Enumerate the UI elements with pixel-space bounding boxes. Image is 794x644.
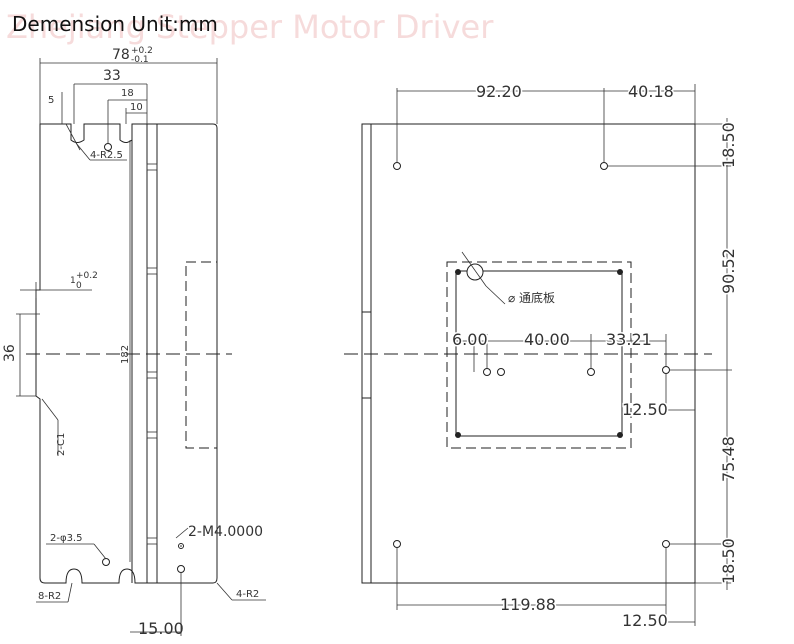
dim-10: 10 [130, 102, 143, 113]
dim-12-50-bottom: 12.50 [622, 611, 668, 630]
mounting-hole [104, 143, 112, 151]
dim-5: 5 [48, 95, 54, 106]
dim-33: 33 [103, 68, 121, 84]
dim-1-tol-lower: 0 [76, 281, 82, 291]
label-8-r2: 8-R2 [38, 591, 61, 602]
dim-1: 1 [70, 276, 76, 286]
inner-hole [483, 368, 491, 376]
dim-6-00: 6.00 [452, 330, 488, 349]
hidden-feature-outline [185, 261, 218, 449]
side-hole [662, 366, 670, 374]
note-through-plate: ⌀ 通底板 [508, 290, 555, 305]
label-2-phi3-5: 2-φ3.5 [50, 533, 82, 544]
dim-78: 78 [112, 47, 130, 63]
corner-hole [393, 162, 401, 170]
dim-90-52: 90.52 [719, 248, 738, 294]
dim-1-tol: +0.2 [76, 271, 98, 281]
corner-hole [393, 540, 401, 548]
inner-corner-hole [455, 432, 461, 438]
inner-corner-hole [455, 269, 461, 275]
inner-corner-hole [617, 432, 623, 438]
dim-15: 15.00 [138, 619, 184, 638]
note-circle [466, 263, 484, 281]
corner-hole [600, 162, 608, 170]
dim-36: 36 [2, 344, 18, 362]
left-view: 78 +0.2 -0.1 33 18 10 5 4-R2.5 1 +0.2 0 [2, 46, 266, 638]
mounting-hole [102, 558, 110, 566]
right-view: ⌀ 通底板 92.20 40.18 18.50 90.52 75.48 18.5… [344, 81, 740, 632]
dim-12-50-mid: 12.50 [622, 400, 668, 419]
dim-18-50-top: 18.50 [719, 122, 738, 168]
inner-mount-rect [455, 270, 623, 437]
inner-corner-hole [617, 269, 623, 275]
dim-119-88: 119.88 [500, 595, 556, 614]
inner-hole [587, 368, 595, 376]
dim-18: 18 [121, 88, 134, 99]
dim-78-tol-upper: +0.2 [131, 46, 153, 56]
dim-40-18: 40.18 [628, 82, 674, 101]
inner-hole [497, 368, 505, 376]
watermark: Zhejiang Stepper Motor Driver [6, 8, 494, 46]
screw-hole [177, 565, 185, 573]
dim-92-20: 92.20 [476, 82, 522, 101]
dim-182: 182 [120, 345, 131, 364]
dim-33-21: 33.21 [606, 330, 652, 349]
label-2-c1: 2-C1 [56, 433, 67, 456]
corner-hole [662, 540, 670, 548]
label-4-r2: 4-R2 [236, 589, 259, 600]
dim-75-48: 75.48 [719, 436, 738, 482]
rail-ticks [146, 163, 158, 545]
dim-40-00: 40.00 [524, 330, 570, 349]
window-dashed-outline [446, 261, 632, 449]
dim-78-tol-lower: -0.1 [131, 55, 149, 65]
drawing-title: Demension Unit:mm [12, 12, 218, 36]
label-4-r2-5: 4-R2.5 [90, 150, 123, 161]
left-body-outline [35, 123, 218, 584]
label-2-m4: 2-M4.0000 [188, 524, 263, 540]
dim-18-50-bottom: 18.50 [719, 538, 738, 584]
